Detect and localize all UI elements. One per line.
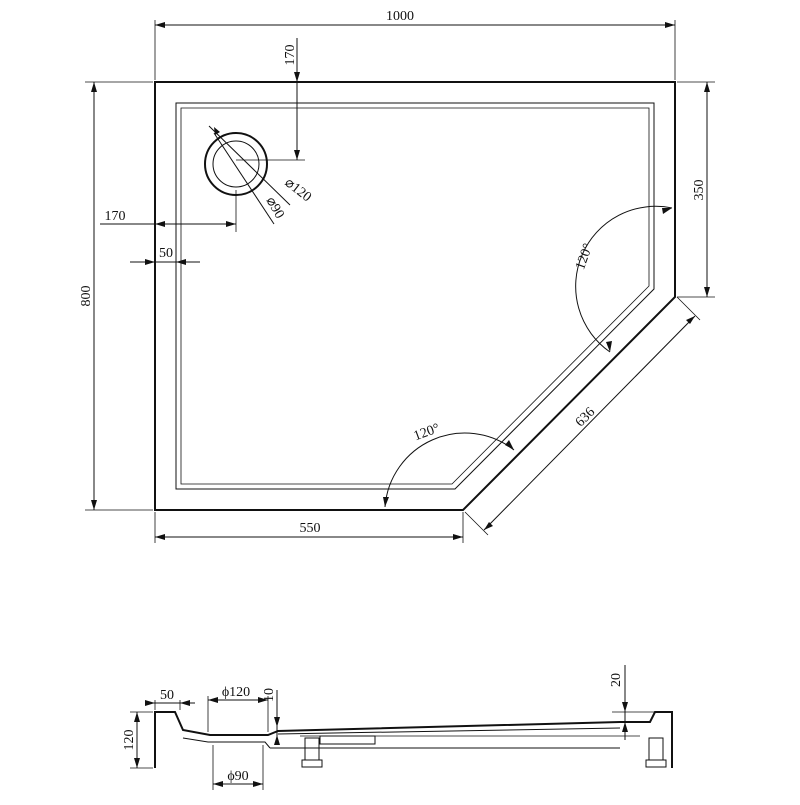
side-recess-depth-label: 10 <box>262 688 277 702</box>
drain-block <box>319 735 376 745</box>
side-rim-width-label: 50 <box>160 688 174 703</box>
diagonal-edge-label: 636 <box>573 405 598 430</box>
dim-right-edge: 350 <box>677 81 715 298</box>
dim-width: 1000 <box>154 9 676 80</box>
side-height-label: 120 <box>122 730 137 751</box>
side-dim-slope: 20 <box>609 665 655 740</box>
tray-side-view <box>154 711 673 768</box>
side-slope-label: 20 <box>609 673 624 687</box>
dim-diagonal: 636 <box>464 296 701 536</box>
side-dim-rim: 50 <box>145 688 195 710</box>
leg-left <box>301 737 323 768</box>
side-dim-height: 120 <box>122 711 153 769</box>
dim-bottom-edge: 550 <box>154 512 464 543</box>
tray-outer-outline <box>154 81 676 511</box>
tray-top-view <box>154 81 676 511</box>
tray-inner-outline <box>175 102 655 490</box>
side-drain-outer-label: ϕ120 <box>222 685 250 700</box>
width-label: 1000 <box>386 9 414 24</box>
dim-height: 800 <box>79 81 153 511</box>
angle-upper-label: 120° <box>573 242 596 272</box>
dim-rim-width: 50 <box>130 246 200 265</box>
angle-upper: 120° <box>573 205 673 353</box>
outer-drain-diameter-label: ⌀120 <box>282 175 314 205</box>
drain-offset-top-label: 170 <box>283 45 298 66</box>
angle-lower: 120° <box>383 421 515 508</box>
tray-inner-outline-2 <box>180 107 650 485</box>
bottom-edge-label: 550 <box>300 521 321 536</box>
side-dim-recess: 10 <box>262 688 280 745</box>
leg-right <box>645 737 667 768</box>
right-edge-label: 350 <box>692 180 707 201</box>
side-dim-drain-outer: ϕ120 <box>207 685 269 732</box>
side-profile <box>154 711 673 768</box>
dim-drain-left-offset: 170 <box>100 190 237 232</box>
drain-outer-circle <box>204 132 268 196</box>
side-drain-inner-label: ϕ90 <box>227 769 248 784</box>
rim-width-label: 50 <box>159 246 173 261</box>
height-label: 800 <box>79 286 94 307</box>
side-dim-drain-inner: ϕ90 <box>212 745 264 790</box>
drain-inner-circle <box>212 140 260 188</box>
dim-drain-top-offset: 170 <box>236 38 305 161</box>
angle-lower-label: 120° <box>412 421 442 444</box>
drain-offset-left-label: 170 <box>105 209 126 224</box>
